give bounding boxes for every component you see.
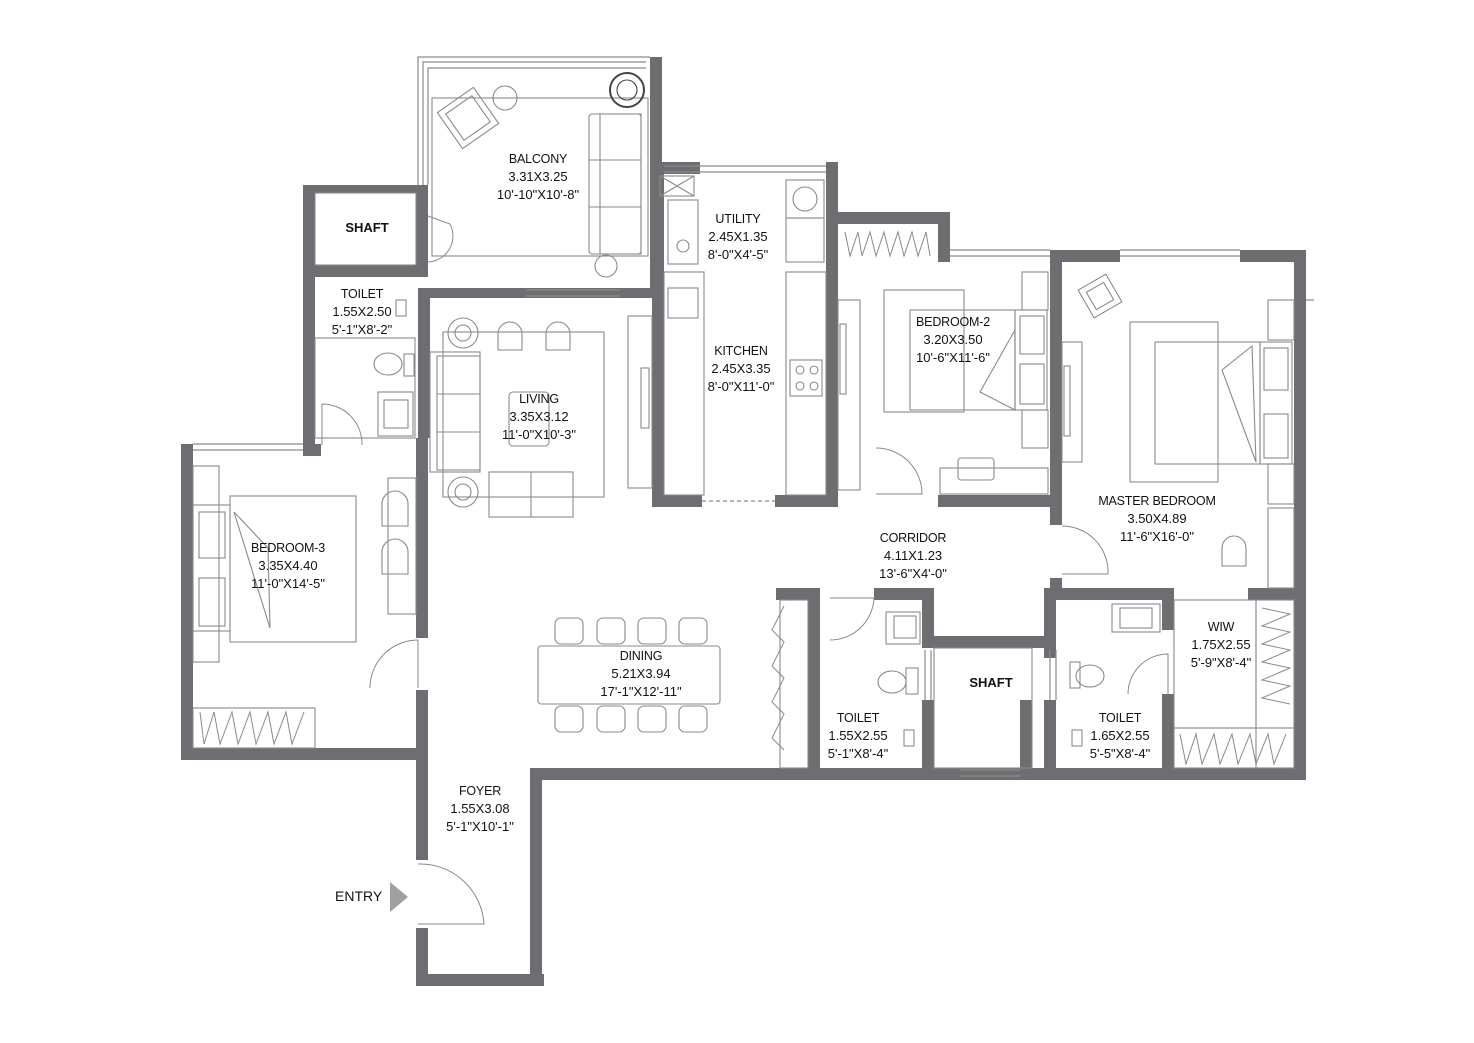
room-imperial: 8'-0"X4'-5" (707, 247, 769, 262)
room-name: DINING (619, 649, 663, 663)
shaft-name: SHAFT (969, 675, 1013, 690)
room-metric: 2.45X1.35 (708, 229, 768, 244)
room-imperial: 8'-0"X11'-0" (707, 379, 775, 394)
furniture (192, 72, 1295, 769)
wardrobes (199, 230, 1292, 766)
room-imperial: 5'-5"X8'-4" (1089, 746, 1151, 761)
room-imperial: 5'-1"X8'-2" (331, 322, 393, 337)
room-name: LIVING (519, 392, 559, 406)
room-label-living: LIVING 3.35X3.12 11'-0"X10'-3" (502, 390, 576, 444)
room-name: WIW (1207, 620, 1235, 634)
room-imperial: 11'-0"X14'-5" (251, 576, 325, 591)
room-imperial: 5'-9"X8'-4" (1190, 655, 1252, 670)
room-label-wiw: WIW 1.75X2.55 5'-9"X8'-4" (1191, 618, 1251, 672)
room-label-dining: DINING 5.21X3.94 17'-1"X12'-11" (600, 647, 681, 701)
shaft-label-upper: SHAFT (345, 219, 388, 237)
room-metric: 1.75X2.55 (1191, 637, 1251, 652)
room-metric: 4.11X1.23 (883, 548, 943, 563)
room-imperial: 5'-1"X8'-4" (827, 746, 889, 761)
room-label-balcony: BALCONY 3.31X3.25 10'-10"X10'-8" (497, 150, 579, 204)
room-label-foyer: FOYER 1.55X3.08 5'-1"X10'-1" (446, 782, 514, 836)
room-imperial: 11'-6"X16'-0" (1120, 529, 1194, 544)
room-name: BALCONY (508, 152, 568, 166)
room-label-bedroom-2: BEDROOM-2 3.20X3.50 10'-6"X11'-6" (916, 313, 990, 367)
room-metric: 5.21X3.94 (611, 666, 671, 681)
room-name: TOILET (836, 711, 880, 725)
room-metric: 3.50X4.89 (1127, 511, 1187, 526)
doors (321, 215, 1169, 925)
room-imperial: 10'-10"X10'-8" (496, 187, 580, 202)
shaft-label-lower: SHAFT (969, 674, 1012, 692)
entry-label: ENTRY (335, 888, 383, 904)
room-label-toilet-2: TOILET 1.55X2.55 5'-1"X8'-4" (828, 709, 888, 763)
room-label-utility: UTILITY 2.45X1.35 8'-0"X4'-5" (708, 210, 768, 264)
room-label-toilet-1: TOILET 1.55X2.50 5'-1"X8'-2" (332, 285, 392, 339)
room-name: CORRIDOR (879, 531, 947, 545)
room-imperial: 10'-6"X11'-6" (916, 350, 990, 365)
room-name: BEDROOM-2 (916, 315, 990, 329)
walls (181, 57, 1306, 986)
room-label-bedroom-3: BEDROOM-3 3.35X4.40 11'-0"X14'-5" (251, 539, 325, 593)
room-name: MASTER BEDROOM (1098, 494, 1216, 508)
room-metric: 2.45X3.35 (711, 361, 771, 376)
room-metric: 1.65X2.55 (1090, 728, 1150, 743)
entry-arrow-icon (390, 882, 408, 912)
room-metric: 3.20X3.50 (923, 332, 983, 347)
shaft-name: SHAFT (345, 220, 389, 235)
room-label-kitchen: KITCHEN 2.45X3.35 8'-0"X11'-0" (708, 342, 775, 396)
room-name: TOILET (340, 287, 384, 301)
windows (193, 56, 1314, 777)
room-metric: 1.55X2.55 (828, 728, 888, 743)
room-metric: 3.35X3.12 (509, 409, 569, 424)
room-name: KITCHEN (714, 344, 768, 358)
room-name: BEDROOM-3 (251, 541, 325, 555)
room-metric: 1.55X3.08 (450, 801, 510, 816)
room-name: TOILET (1098, 711, 1142, 725)
room-label-master-bedroom: MASTER BEDROOM 3.50X4.89 11'-6"X16'-0" (1098, 492, 1216, 546)
room-imperial: 17'-1"X12'-11" (600, 684, 682, 699)
room-imperial: 11'-0"X10'-3" (502, 427, 576, 442)
room-label-toilet-3: TOILET 1.65X2.55 5'-5"X8'-4" (1090, 709, 1150, 763)
room-metric: 1.55X2.50 (332, 304, 392, 319)
room-metric: 3.35X4.40 (258, 558, 318, 573)
room-metric: 3.31X3.25 (508, 169, 568, 184)
room-label-corridor: CORRIDOR 4.11X1.23 13'-6"X4'-0" (879, 529, 947, 583)
room-name: UTILITY (715, 212, 761, 226)
room-imperial: 5'-1"X10'-1" (446, 819, 514, 834)
room-name: FOYER (458, 784, 502, 798)
room-imperial: 13'-6"X4'-0" (879, 566, 947, 581)
